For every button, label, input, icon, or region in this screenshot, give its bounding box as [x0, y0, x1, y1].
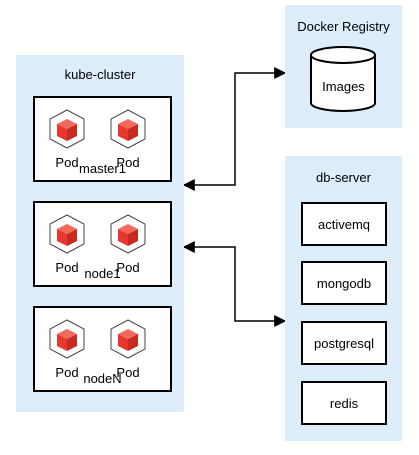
pod[interactable]: Pod [108, 318, 148, 380]
database-cylinder-icon [310, 46, 376, 112]
service-activemq[interactable]: activemq [301, 202, 387, 246]
pod[interactable]: Pod [108, 108, 148, 170]
kube-cluster-title: kube-cluster [64, 67, 136, 82]
node-label: nodeN [83, 371, 122, 386]
pod[interactable]: Pod [47, 318, 87, 380]
service-redis[interactable]: redis [301, 381, 387, 425]
images-storage-label: Images [322, 79, 365, 94]
cube-icon [49, 214, 85, 254]
cube-icon [49, 319, 85, 359]
pod-label: Pod [55, 365, 79, 380]
node-label: master1 [79, 161, 126, 176]
docker-registry-panel: Docker Registry Images [285, 5, 402, 128]
pod-label: Pod [116, 155, 140, 170]
docker-registry-title: Docker Registry [297, 19, 390, 34]
cube-icon [110, 214, 146, 254]
pod[interactable]: Pod [47, 213, 87, 275]
node-master1[interactable]: Pod Pod master1 [33, 96, 172, 182]
node-node1[interactable]: Pod Pod node1 [33, 201, 172, 287]
cube-icon [110, 109, 146, 149]
cluster-db-connector [182, 241, 287, 327]
pod[interactable]: Pod [47, 108, 87, 170]
pod-label: Pod [116, 260, 140, 275]
cluster-registry-connector [182, 67, 287, 191]
db-server-title: db-server [316, 170, 371, 185]
service-postgresql[interactable]: postgresql [301, 321, 387, 365]
pod-label: Pod [55, 260, 79, 275]
node-nodeN[interactable]: Pod Pod nodeN [33, 306, 172, 392]
service-mongodb[interactable]: mongodb [301, 261, 387, 305]
pod[interactable]: Pod [108, 213, 148, 275]
node-label: node1 [84, 266, 121, 281]
pod-label: Pod [55, 155, 79, 170]
cube-icon [110, 319, 146, 359]
pod-label: Pod [116, 365, 140, 380]
cube-icon [49, 109, 85, 149]
